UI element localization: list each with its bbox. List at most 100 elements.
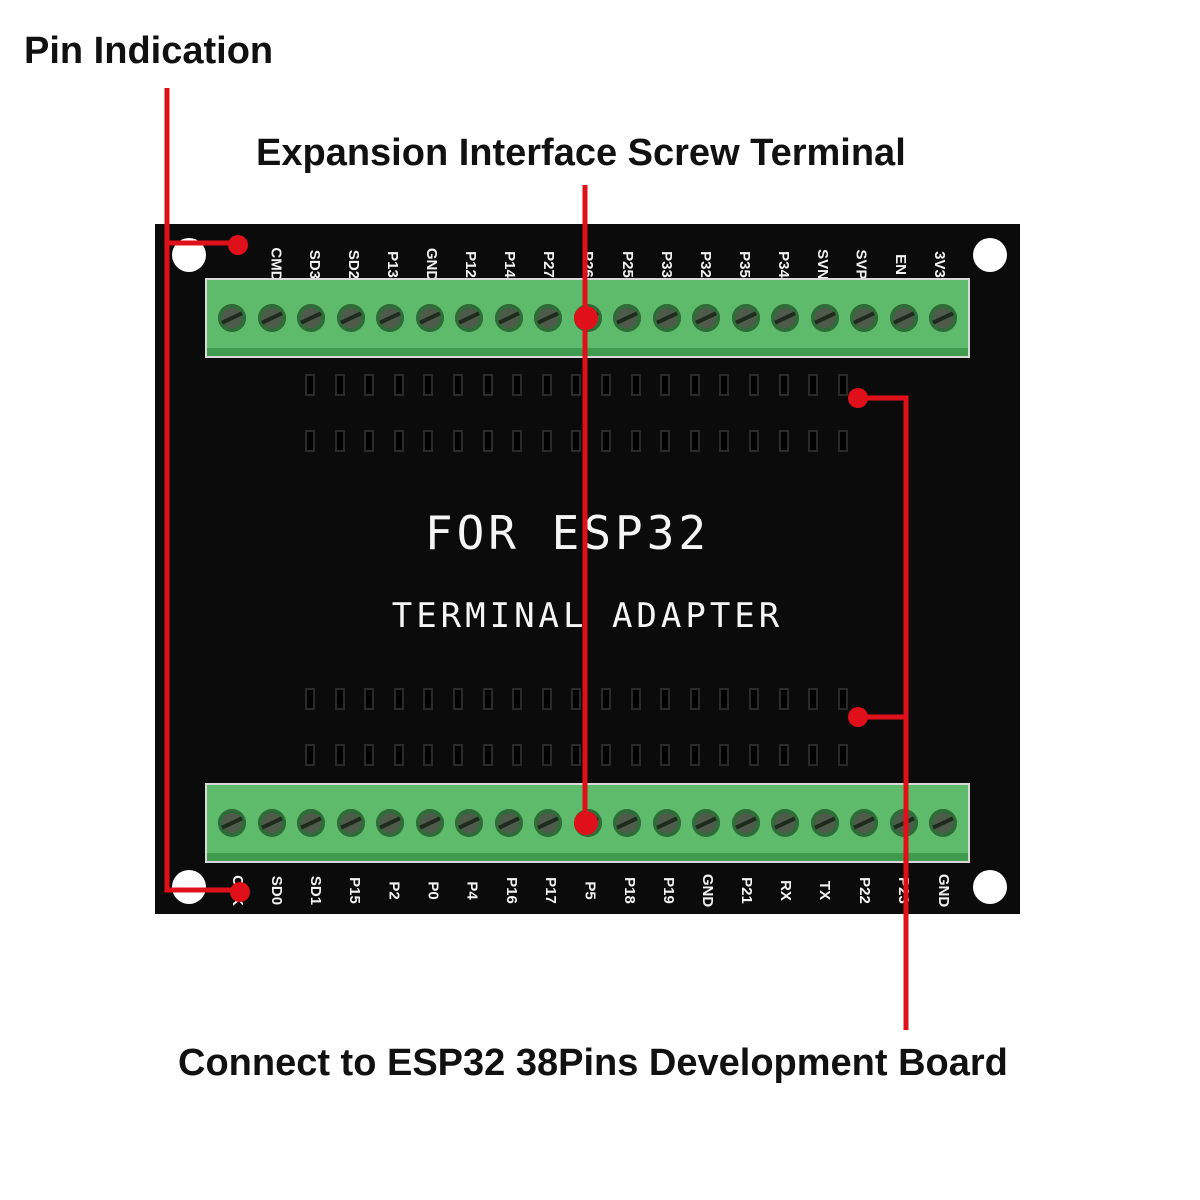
screw [613,304,641,332]
screw [534,304,562,332]
screw [731,809,760,837]
screw [297,809,325,837]
screw [613,809,641,837]
pin-socket [660,430,671,452]
pin-socket [453,688,463,710]
pin-socket [808,374,819,396]
screw [257,304,286,332]
connect-callout-line [860,395,909,1030]
expansion-terminal-label: Expansion Interface Screw Terminal [256,132,906,174]
pin-socket [393,744,404,766]
screw [494,809,523,837]
pin-socket [630,688,641,710]
board-title: FOR ESP32 [424,506,711,560]
pin-socket [719,688,730,710]
screw [771,304,799,332]
pin-socket [541,374,552,396]
mount-hole-bottom-left [172,870,206,904]
pin-socket [660,688,671,710]
screw [731,304,760,332]
pin-socket [837,744,848,766]
pin-socket [778,744,789,766]
screw [415,809,444,837]
pin-socket [512,430,523,452]
pin-socket [749,374,759,396]
pin-socket [660,374,671,396]
pin-header-row [305,686,868,714]
pin-socket [453,744,463,766]
mount-hole-top-right [973,238,1007,272]
screw [218,809,246,837]
pin-socket [453,430,463,452]
callout-dot [848,388,868,408]
callout-dot [574,306,598,330]
pin-socket [305,430,315,452]
pin-socket [689,744,700,766]
pin-socket [808,688,819,710]
pin-socket [541,744,552,766]
pin-socket [393,374,404,396]
callout-dot [574,811,598,835]
pin-socket [837,430,848,452]
screw [771,809,799,837]
pin-socket [482,374,493,396]
pin-socket [364,430,375,452]
pin-socket [778,430,789,452]
screw [257,809,286,837]
pin-socket [334,374,345,396]
pin-socket [423,430,434,452]
pin-socket [305,688,315,710]
mount-hole-bottom-right [973,870,1007,904]
pin-socket [482,688,493,710]
pin-socket [778,374,789,396]
pin-socket [689,374,700,396]
callout-dot [848,707,868,727]
pin-socket [630,374,641,396]
pin-socket [749,744,759,766]
pin-socket [512,744,523,766]
pin-socket [749,688,759,710]
pin-socket [512,374,523,396]
screw [455,304,483,332]
pin-socket [689,430,700,452]
pin-socket [630,744,641,766]
screw [850,304,878,332]
screw [336,304,365,332]
screw [889,304,918,332]
screw [652,304,681,332]
pin-socket [719,374,730,396]
callout-dot [230,882,250,902]
pin-socket [393,688,404,710]
pin-socket [571,374,582,396]
screw [929,809,957,837]
pin-socket [837,688,848,710]
pin-socket [482,430,493,452]
pin-socket [837,374,848,396]
pin-socket [482,744,493,766]
pin-socket [778,688,789,710]
pin-socket [571,688,582,710]
screw [376,809,404,837]
pin-socket [364,688,375,710]
pin-socket [334,744,345,766]
callout-dot [228,235,248,255]
pin-socket [364,374,375,396]
pin-indication-callout-line [164,88,240,893]
connect-board-label: Connect to ESP32 38Pins Development Boar… [178,1042,1008,1084]
pin-socket [541,430,552,452]
pin-socket [305,744,315,766]
screw [810,809,839,837]
pin-socket [541,688,552,710]
pin-socket [749,430,759,452]
screw [415,304,444,332]
screw [652,809,681,837]
pin-socket [719,744,730,766]
screw [297,304,325,332]
screw [336,809,365,837]
screw [218,304,246,332]
pin-socket [571,430,582,452]
pin-socket [305,374,315,396]
screw [534,809,562,837]
pin-socket [601,688,611,710]
